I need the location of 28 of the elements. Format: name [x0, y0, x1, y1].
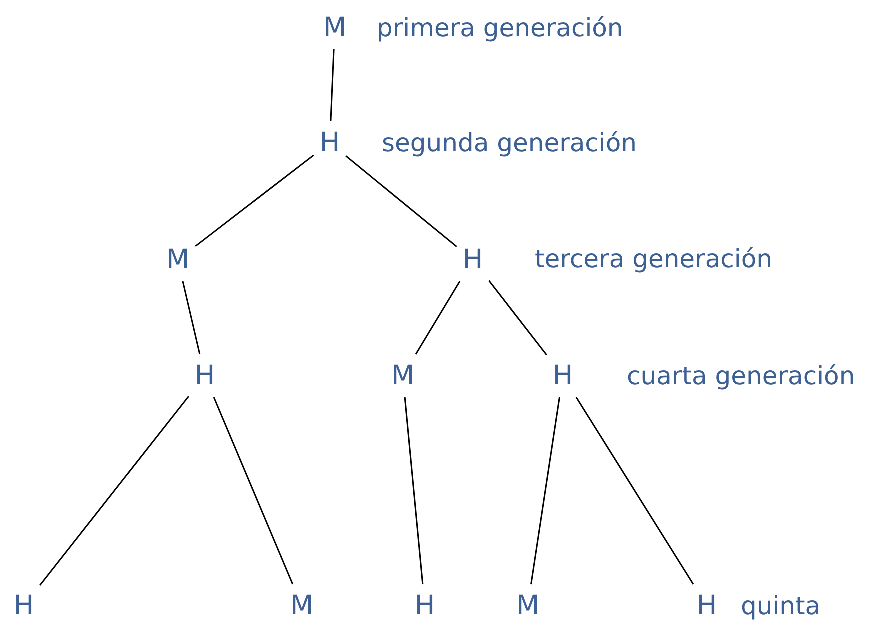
- node-letter: M: [510, 584, 546, 624]
- connector-line: [195, 154, 314, 247]
- connector-line: [488, 280, 548, 356]
- connector-line: [415, 281, 461, 355]
- node-letter: H: [188, 354, 222, 398]
- node-letter: M: [317, 6, 353, 50]
- generation-label: cuarta generación: [627, 362, 856, 390]
- node-letter: M: [160, 238, 196, 282]
- generation-label: segunda generación: [382, 129, 638, 157]
- connector-line: [530, 397, 560, 585]
- node-letter: M: [284, 584, 320, 624]
- node-letter: H: [690, 584, 724, 624]
- generation-label: primera generación: [377, 14, 624, 42]
- node-letter: H: [456, 238, 490, 282]
- node-letter: H: [314, 122, 346, 164]
- connector-line: [330, 49, 335, 122]
- connector-line: [182, 281, 201, 355]
- connector-line: [40, 396, 190, 586]
- node-letter: M: [385, 354, 421, 398]
- node-letter: H: [408, 584, 442, 624]
- generation-label: tercera generación: [535, 245, 772, 273]
- node-letter: H: [546, 354, 580, 398]
- connector-line: [346, 156, 458, 248]
- connector-line: [213, 397, 294, 585]
- generation-label: quinta: [741, 592, 821, 620]
- connector-line: [404, 397, 424, 585]
- node-letter: H: [8, 584, 40, 624]
- connector-line: [576, 397, 694, 585]
